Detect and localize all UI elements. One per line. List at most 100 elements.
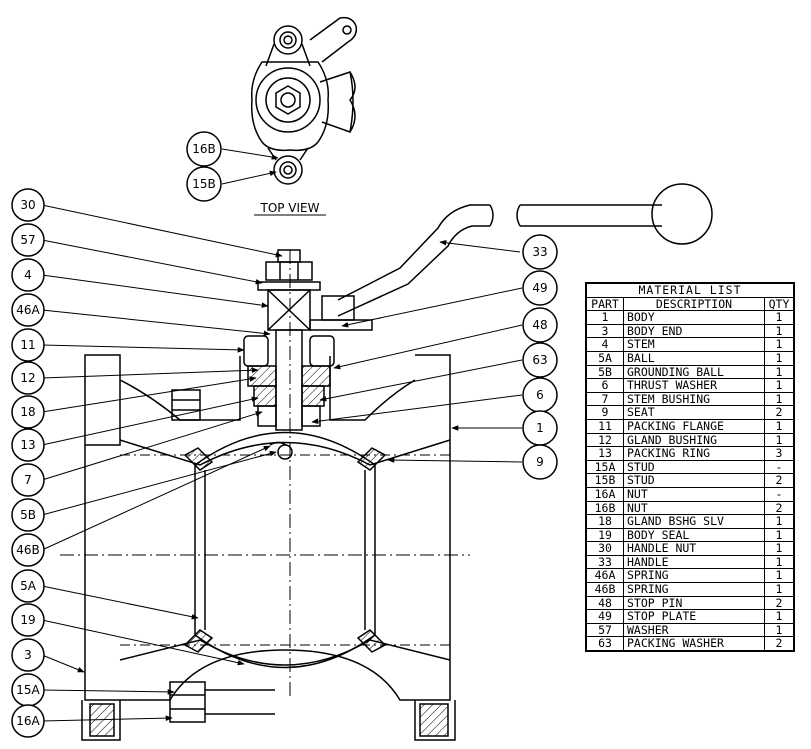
leader-lines [41,148,523,722]
description-cell: BODY [623,310,765,325]
part-cell: 15A [585,459,624,475]
part-cell: 18 [585,514,624,529]
stem-assembly [243,249,373,460]
svg-text:33: 33 [532,245,547,259]
qty-cell: 1 [764,418,795,434]
qty-cell: 2 [764,636,795,652]
part-cell: 15B [585,473,624,488]
part-cell: 57 [585,622,624,638]
description-cell: SPRING [623,582,765,597]
qty-cell: 1 [764,350,795,366]
callout-63: 63 [522,342,558,378]
header-description: DESCRIPTION [623,296,765,312]
part-cell: 48 [585,595,624,611]
part-cell: 4 [585,337,624,352]
description-cell: PACKING FLANGE [623,418,765,434]
handle [337,183,713,317]
callout-4: 4 [11,258,45,292]
callout-48: 48 [522,307,558,343]
qty-cell: 2 [764,473,795,488]
qty-cell: 2 [764,500,795,516]
qty-cell: 1 [764,609,795,624]
top-view-label: TOP VIEW [259,201,319,215]
description-cell: THRUST WASHER [623,378,765,393]
svg-text:57: 57 [20,233,35,247]
svg-text:30: 30 [20,198,35,212]
description-cell: BALL [623,350,765,366]
description-cell: STEM [623,337,765,352]
qty-cell: 1 [764,514,795,529]
svg-text:3: 3 [24,648,32,662]
qty-cell: 2 [764,405,795,420]
part-cell: 1 [585,310,624,325]
callout-5B: 5B [11,498,45,532]
description-cell: WASHER [623,622,765,638]
part-cell: 6 [585,378,624,393]
svg-text:18: 18 [20,405,35,419]
part-cell: 46A [585,568,624,584]
part-cell: 16B [585,500,624,516]
description-cell: STEM BUSHING [623,391,765,407]
description-cell: GLAND BUSHING [623,432,765,448]
svg-text:11: 11 [20,338,35,352]
qty-cell: 1 [764,541,795,556]
callout-18: 18 [11,395,45,429]
part-cell: 5B [585,364,624,380]
description-cell: HANDLE [623,554,765,570]
qty-cell: 2 [764,595,795,611]
svg-text:16A: 16A [16,714,40,728]
description-cell: BODY END [623,323,765,339]
svg-text:5B: 5B [20,508,36,522]
callout-15B: 15B [186,166,222,202]
description-cell: STOP PLATE [623,609,765,624]
svg-text:4: 4 [24,268,32,282]
qty-cell: 1 [764,310,795,325]
part-cell: 5A [585,350,624,366]
description-cell: SPRING [623,568,765,584]
callout-49: 49 [522,270,558,306]
part-cell: 16A [585,486,624,502]
callout-5A: 5A [11,569,45,603]
callout-15A: 15A [11,673,45,707]
svg-text:7: 7 [24,473,32,487]
callout-19: 19 [11,603,45,637]
callout-9: 9 [522,444,558,480]
svg-text:49: 49 [532,281,547,295]
description-cell: SEAT [623,405,765,420]
callout-6: 6 [522,377,558,413]
svg-text:46A: 46A [16,303,40,317]
callout-30: 30 [11,188,45,222]
qty-cell: 1 [764,582,795,597]
svg-text:5A: 5A [20,579,37,593]
callout-46A: 46A [11,293,45,327]
callout-3: 3 [11,638,45,672]
description-cell: NUT [623,500,765,516]
qty-cell: 1 [764,323,795,339]
qty-cell: 1 [764,378,795,393]
svg-text:15B: 15B [192,177,216,191]
description-cell: PACKING WASHER [623,636,765,652]
svg-text:48: 48 [532,318,547,332]
callout-46B: 46B [11,533,45,567]
callout-7: 7 [11,463,45,497]
part-cell: 46B [585,582,624,597]
qty-cell: 1 [764,337,795,352]
description-cell: GLAND BSHG SLV [623,514,765,529]
part-cell: 49 [585,609,624,624]
